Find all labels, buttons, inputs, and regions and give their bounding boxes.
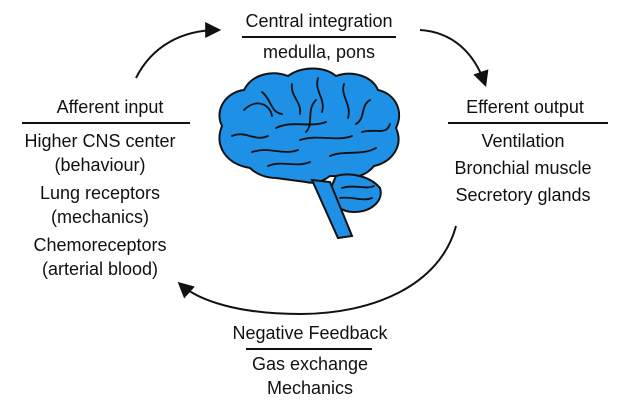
feedback-item-mechanics: Mechanics [266, 378, 354, 398]
afferent-title: Afferent input [56, 97, 164, 117]
feedback-title: Negative Feedback [232, 323, 388, 343]
afferent-item-chemoreceptors: Chemoreceptors [33, 235, 167, 255]
central-divider [242, 36, 396, 38]
afferent-item-mechanics: (mechanics) [50, 207, 150, 227]
arrow-central-to-efferent [419, 29, 489, 88]
afferent-item-lung-receptors: Lung receptors [39, 183, 161, 203]
afferent-item-arterial-blood: (arterial blood) [41, 259, 159, 279]
central-title: Central integration [245, 11, 393, 31]
brain-icon [218, 67, 401, 240]
efferent-item-ventilation: Ventilation [481, 131, 565, 151]
efferent-title: Efferent output [466, 97, 584, 117]
efferent-item-bronchial-muscle: Bronchial muscle [454, 158, 592, 178]
efferent-item-secretory-glands: Secretory glands [455, 185, 591, 205]
feedback-divider [246, 348, 372, 350]
feedback-item-gas-exchange: Gas exchange [251, 354, 369, 374]
central-item: medulla, pons [262, 42, 376, 62]
arrow-feedback-to-afferent [177, 225, 457, 316]
afferent-item-higher-cns: Higher CNS center [24, 131, 176, 151]
afferent-item-behaviour: (behaviour) [54, 155, 146, 175]
efferent-divider [448, 122, 608, 124]
arrow-afferent-to-central [135, 22, 222, 79]
afferent-divider [22, 122, 190, 124]
